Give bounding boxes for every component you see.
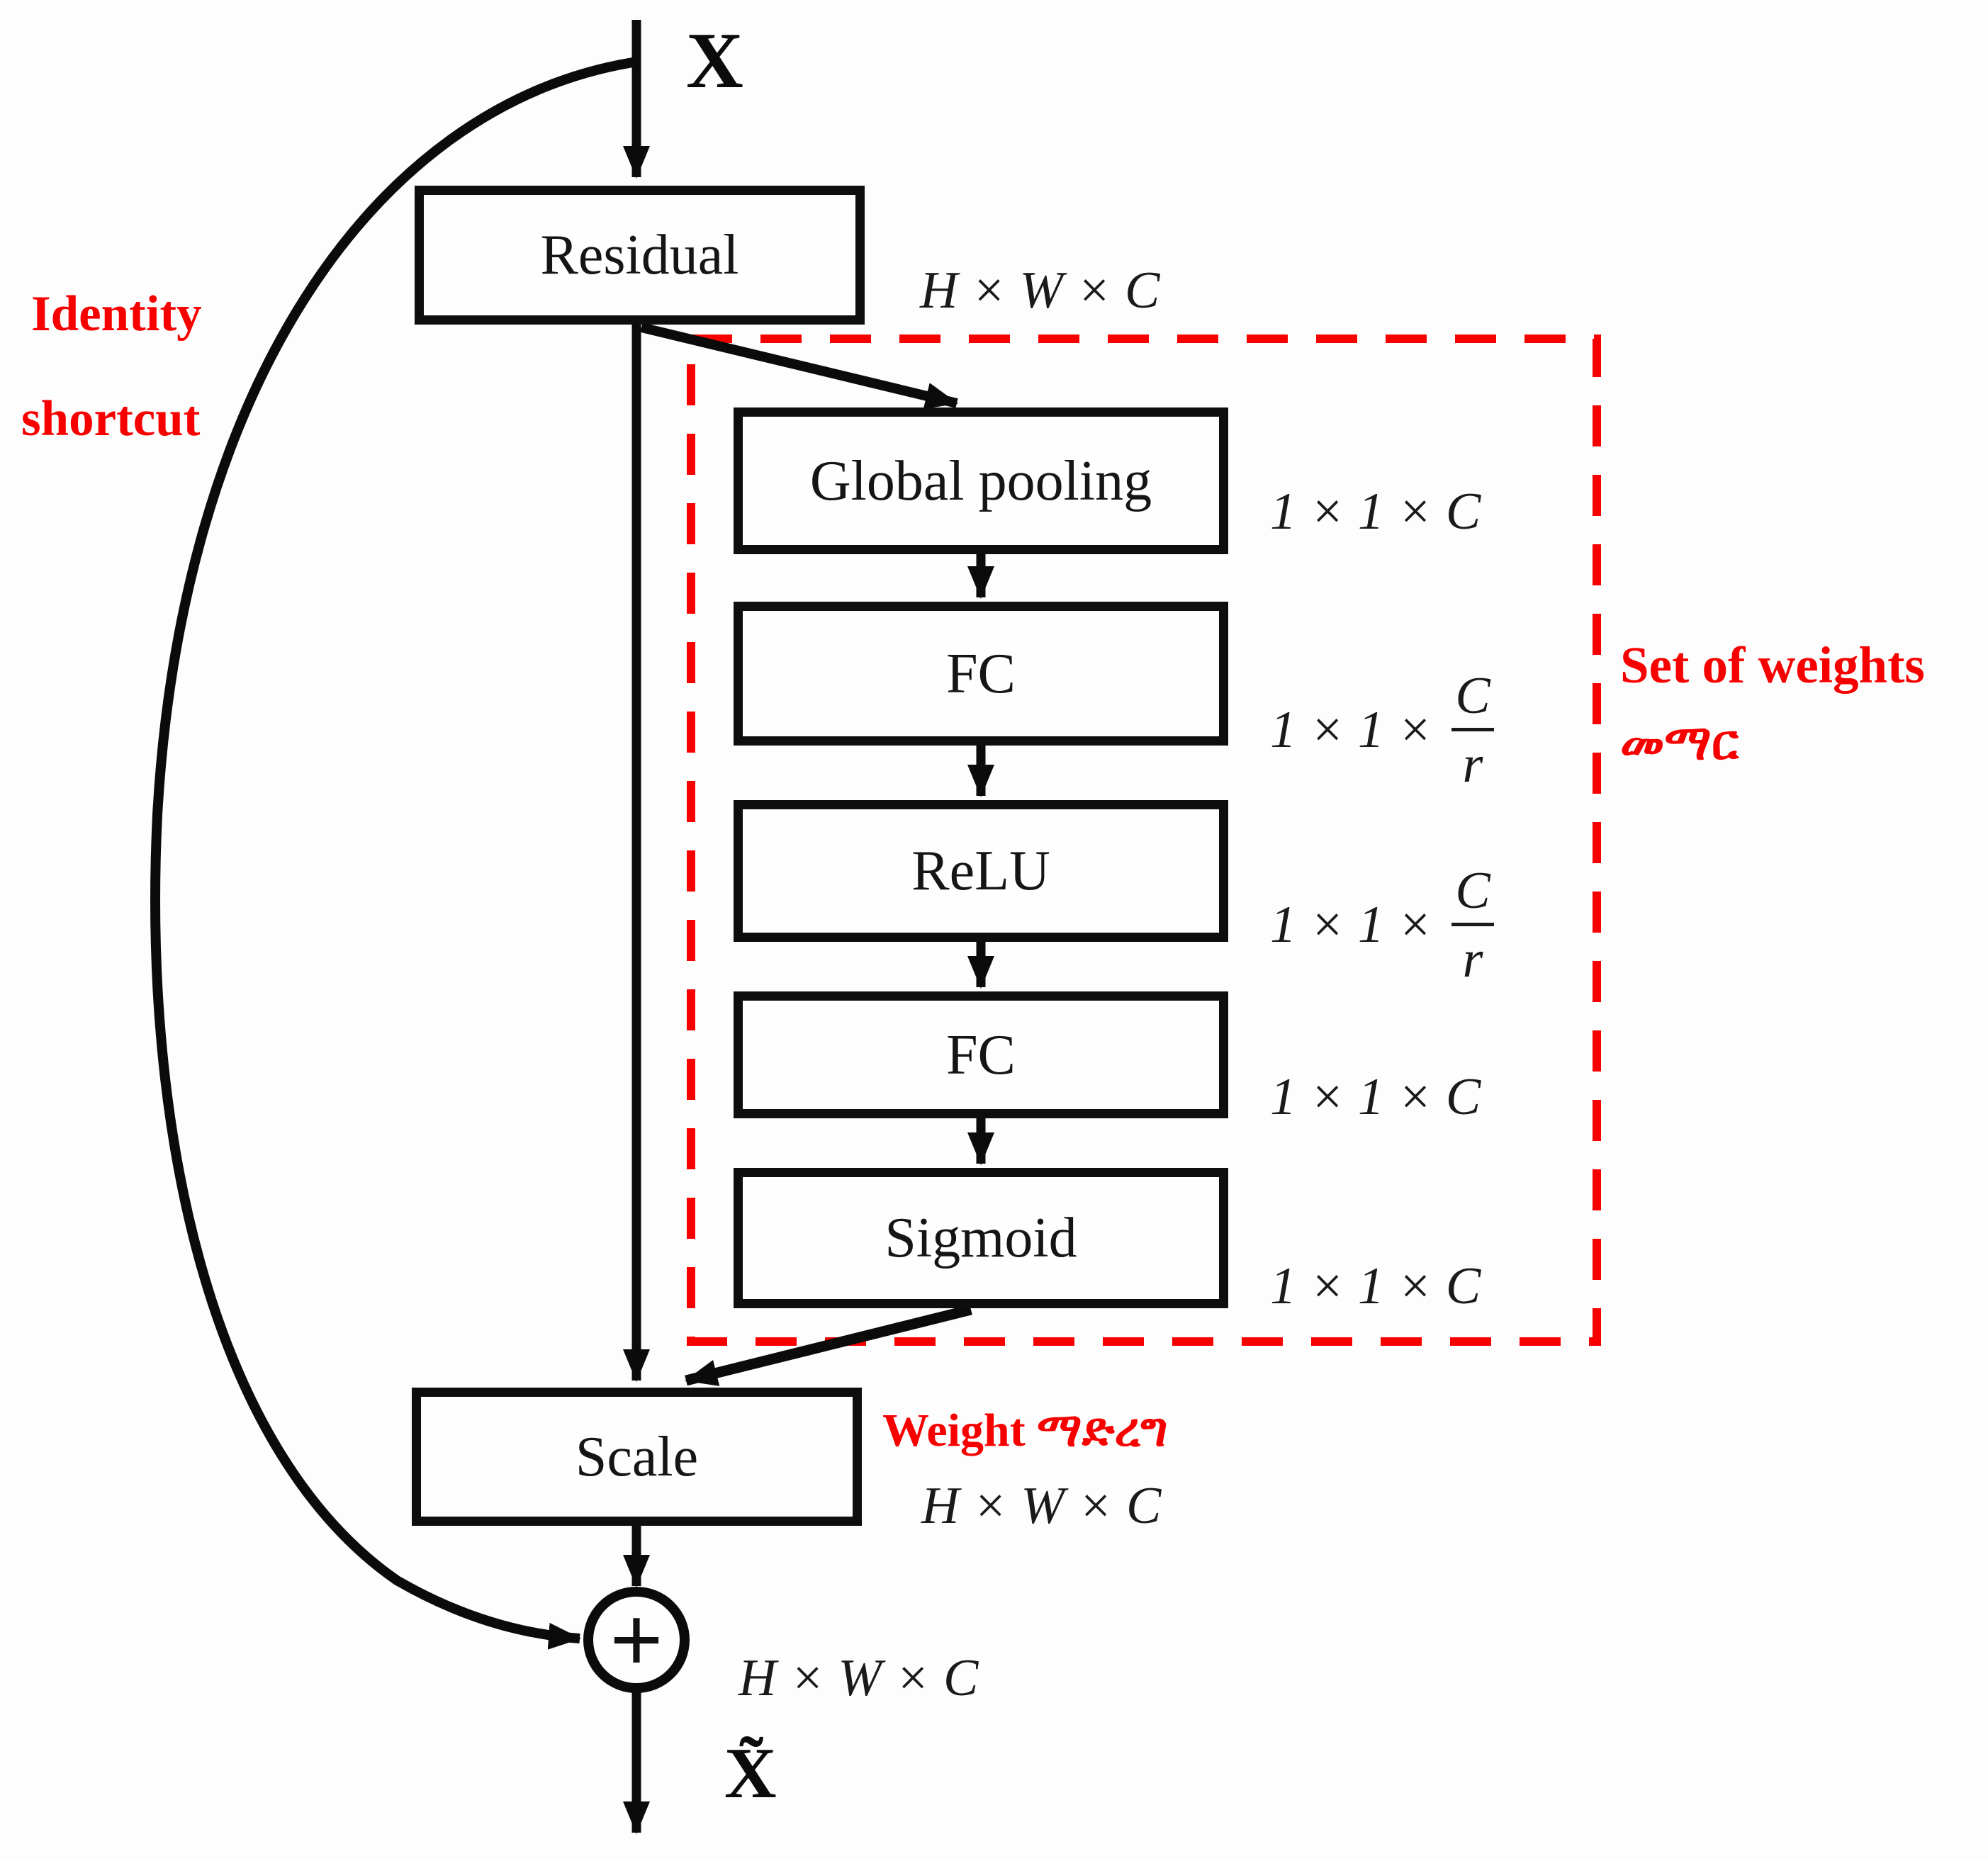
global-pooling-node: Global pooling: [734, 407, 1228, 554]
plus-operator: +: [610, 1590, 663, 1691]
sum-node-circle: [583, 1587, 690, 1693]
fc1-node-label: FC: [946, 642, 1016, 705]
fc1-dim-label: 1 × 1 × C r: [1270, 665, 1498, 795]
residual-dim-label: H × W × C: [920, 262, 1160, 320]
relu-dim-label: 1 × 1 × C r: [1270, 860, 1498, 990]
scale-node-label: Scale: [575, 1425, 699, 1488]
global-pooling-dim-label: 1 × 1 × C: [1270, 483, 1481, 541]
fc1-dim-fraction: C r: [1448, 670, 1497, 791]
residual-to-pooling-arrow: [640, 322, 958, 410]
sigmoid-node: Sigmoid: [734, 1168, 1228, 1308]
residual-node: Residual: [415, 186, 865, 325]
fc2-node: FC: [734, 991, 1228, 1118]
fc2-node-label: FC: [946, 1023, 1016, 1086]
relu-node-label: ReLU: [911, 840, 1050, 902]
sigmoid-node-label: Sigmoid: [885, 1207, 1077, 1269]
set-of-weights-label-line2: መማር: [1620, 716, 1739, 770]
sum-dim-label: H × W × C: [739, 1649, 979, 1707]
fc2-dim-label: 1 × 1 × C: [1270, 1068, 1481, 1126]
fc1-node: FC: [734, 602, 1228, 746]
sigmoid-dim-label: 1 × 1 × C: [1270, 1257, 1481, 1315]
scale-node: Scale: [412, 1388, 862, 1526]
set-of-weights-label-line1: Set of weights: [1620, 636, 1925, 694]
output-tensor-label: X̃: [724, 1733, 777, 1814]
relu-dim-fraction: C r: [1448, 865, 1497, 986]
identity-shortcut-label-line1: Identity: [31, 286, 202, 342]
residual-node-label: Residual: [540, 224, 739, 286]
identity-shortcut-curve: [150, 57, 634, 1650]
identity-shortcut-label-line2: shortcut: [21, 391, 201, 446]
relu-node: ReLU: [734, 800, 1228, 942]
input-tensor-label: X: [686, 17, 743, 105]
weights-region-outline: [687, 334, 1601, 1346]
global-pooling-node-label: Global pooling: [809, 449, 1152, 512]
scale-dim-label: H × W × C: [921, 1477, 1162, 1535]
weight-annotation-label: Weight ማድረግ: [882, 1405, 1168, 1456]
sigmoid-to-scale-arrow: [685, 1304, 972, 1386]
